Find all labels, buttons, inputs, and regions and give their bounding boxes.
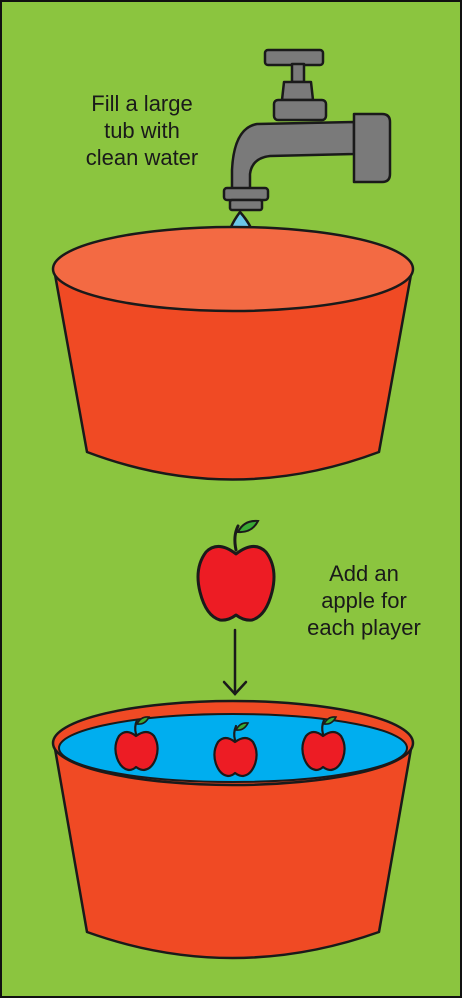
step2-line-1: Add an bbox=[284, 560, 444, 587]
step1-caption: Fill a large tub with clean water bbox=[62, 90, 222, 171]
step1-line-1: Fill a large bbox=[62, 90, 222, 117]
step2-line-3: each player bbox=[284, 614, 444, 641]
faucet-icon bbox=[224, 50, 390, 210]
arrow-down-icon bbox=[224, 630, 246, 694]
apple-icon bbox=[198, 521, 274, 620]
step2-line-2: apple for bbox=[284, 587, 444, 614]
tub-icon bbox=[53, 227, 413, 480]
step1-line-2: tub with bbox=[62, 117, 222, 144]
step1-line-3: clean water bbox=[62, 144, 222, 171]
step2-caption: Add an apple for each player bbox=[284, 560, 444, 641]
